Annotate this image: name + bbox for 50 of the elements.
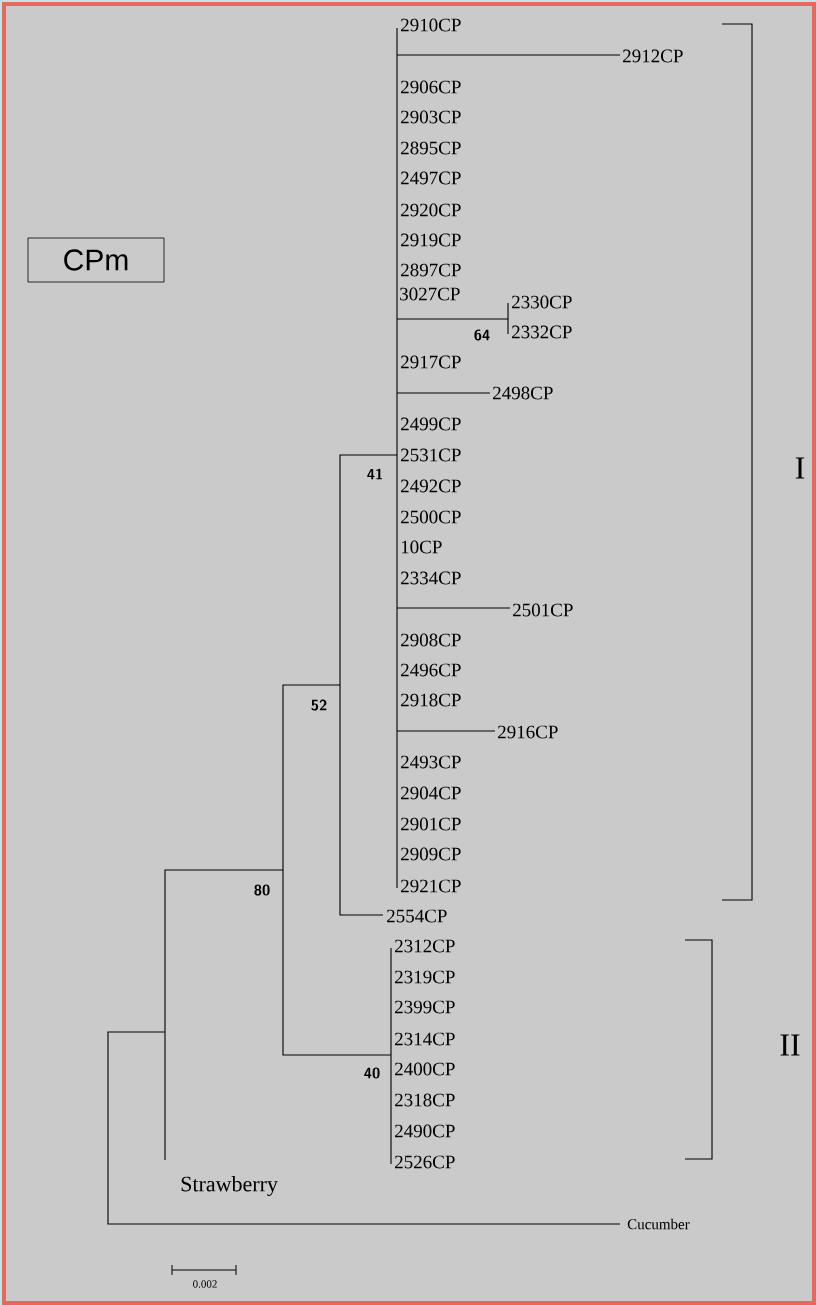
taxon-label: 2493CP — [401, 755, 461, 769]
taxon-label: 2912CP — [623, 49, 683, 63]
taxon-label: 2897CP — [401, 263, 461, 277]
taxon-label: 2918CP — [401, 693, 461, 707]
taxon-label: 2400CP — [395, 1062, 455, 1076]
clade-label: I — [795, 457, 805, 479]
taxon-label: 2904CP — [401, 786, 461, 800]
taxon-label: 2917CP — [401, 355, 461, 369]
taxon-label: 2498CP — [493, 386, 553, 400]
taxon-label: 2332CP — [512, 325, 572, 339]
taxon-label: 2906CP — [401, 80, 461, 94]
taxon-label: 2500CP — [401, 510, 461, 524]
taxon-label: Strawberry — [181, 1176, 278, 1196]
taxon-label: 2554CP — [387, 909, 447, 923]
taxon-label: 2919CP — [401, 233, 461, 247]
taxon-label: 2920CP — [401, 203, 461, 217]
taxon-label: 2526CP — [395, 1155, 455, 1169]
taxon-label: 2334CP — [401, 571, 461, 585]
bootstrap-value: 52 — [311, 699, 327, 711]
taxon-label: 2916CP — [498, 725, 558, 739]
taxon-label: 2490CP — [395, 1124, 455, 1138]
taxon-label: 2910CP — [401, 18, 461, 32]
taxon-label: Cucumber — [627, 1218, 690, 1230]
bootstrap-value: 41 — [367, 468, 383, 480]
bootstrap-value: 40 — [364, 1067, 380, 1079]
taxon-label: 2496CP — [401, 663, 461, 677]
taxon-label: 2318CP — [395, 1093, 455, 1107]
bootstrap-value: 64 — [474, 329, 490, 341]
clade-label: II — [780, 1034, 800, 1056]
taxon-label: 2497CP — [401, 171, 461, 185]
taxon-label: 2499CP — [401, 417, 461, 431]
taxon-label: 10CP — [401, 540, 442, 554]
taxon-label: 2903CP — [401, 110, 461, 124]
taxon-label: 2492CP — [401, 479, 461, 493]
taxon-label: 2330CP — [512, 295, 572, 309]
taxon-label: 2501CP — [513, 603, 573, 617]
bootstrap-value: 80 — [254, 884, 270, 896]
taxon-label: 2319CP — [395, 970, 455, 984]
taxon-label: 2901CP — [401, 817, 461, 831]
taxon-label: 2909CP — [401, 847, 461, 861]
taxon-label: 2399CP — [395, 1000, 455, 1014]
taxon-label: 2531CP — [401, 448, 461, 462]
taxon-label: 2908CP — [401, 633, 461, 647]
taxon-label: 2895CP — [401, 141, 461, 155]
taxon-label: 2312CP — [395, 939, 455, 953]
scale-label: 0.002 — [193, 1280, 217, 1288]
taxon-label: 3027CP — [400, 287, 460, 301]
taxon-label: 2314CP — [395, 1032, 455, 1046]
title-box: CPm — [27, 237, 165, 283]
taxon-label: 2921CP — [401, 879, 461, 893]
